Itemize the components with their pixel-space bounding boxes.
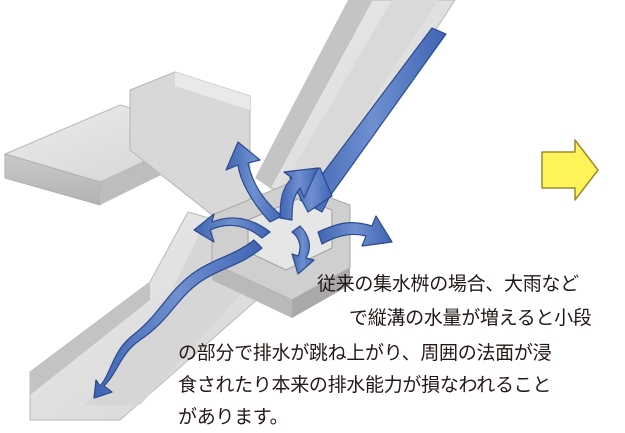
- catch-basin: [211, 182, 351, 318]
- caption-line-2: で縦溝の水量が増えると小段: [349, 307, 592, 329]
- flow-arrow-basin-inner: [291, 225, 315, 275]
- flow-arrow-splash-up-right: [279, 167, 319, 221]
- right-arrow-icon: [541, 139, 599, 201]
- flow-arrow-splash-left: [193, 213, 271, 243]
- flow-arrow-splash-up-left: [225, 141, 283, 223]
- flow-arrow-down-lower: [93, 239, 263, 399]
- caption-line-3: の部分で排水が跳ね上がり、周囲の法面が浸: [178, 342, 552, 364]
- upper-vertical-channel: [255, 0, 456, 206]
- water-flow-arrows: [93, 27, 447, 399]
- flow-arrow-splash-right: [317, 215, 393, 247]
- caption-line-4: 食されたり本来の排水能力が損なわれること: [178, 374, 552, 396]
- caption-line-5: があります。: [178, 406, 289, 428]
- caption-line-1: 従来の集水桝の場合、大雨など: [317, 273, 579, 295]
- basin-back-wall: [129, 71, 251, 216]
